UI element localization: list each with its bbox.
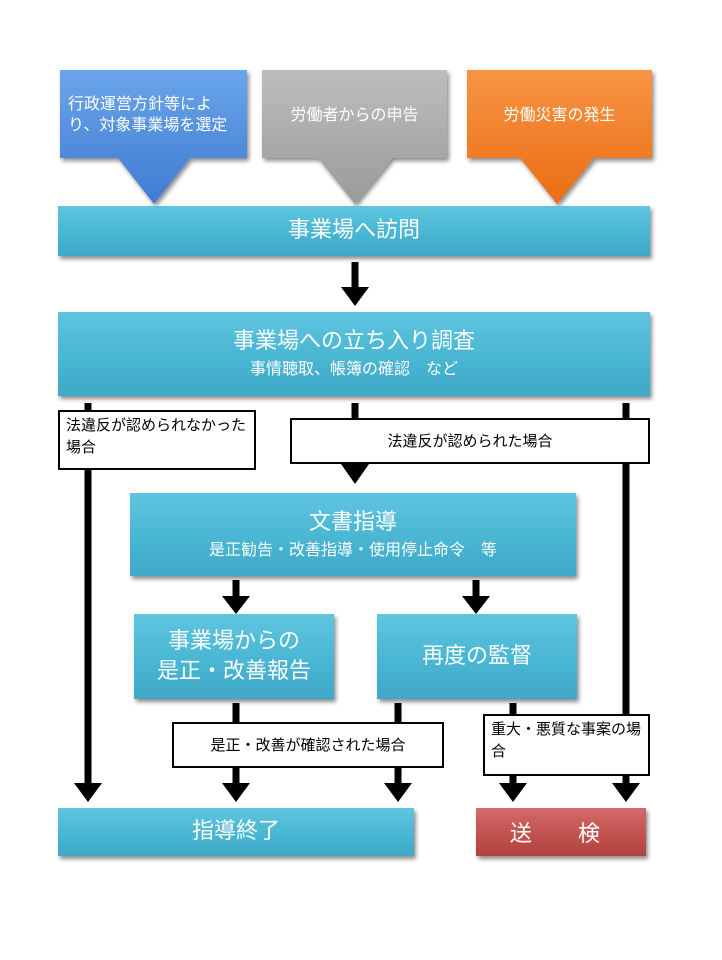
step-written-guidance-detail: 是正勧告・改善指導・使用停止命令 等 xyxy=(208,539,497,559)
condition-no-violation: 法違反が認められなかった場合 xyxy=(58,410,256,470)
step-correction-report-line2: 是正・改善報告 xyxy=(156,658,311,684)
step-inspection-title: 事業場への立ち入り調査 xyxy=(232,329,475,354)
condition-serious-case-label: 重大・悪質な事案の場合 xyxy=(491,720,642,760)
result-guidance-end-label: 指導終了 xyxy=(191,819,280,844)
arrowhead xyxy=(384,783,412,802)
result-referral: 送 検 xyxy=(476,808,646,856)
trigger-worker-report-label: 労働者からの申告 xyxy=(290,104,419,124)
condition-no-violation-label: 法違反が認められなかった場合 xyxy=(66,416,247,456)
condition-violation-found-label: 法違反が認められた場合 xyxy=(387,432,553,450)
step-inspection: 事業場への立ち入り調査 事情聴取、帳簿の確認 など xyxy=(58,312,650,396)
arrowhead xyxy=(499,783,527,802)
trigger-gray-shape xyxy=(262,70,447,204)
condition-correction-confirmed-label: 是正・改善が確認された場合 xyxy=(210,736,406,754)
arrowhead xyxy=(74,783,102,802)
step-visit-label: 事業場へ訪問 xyxy=(287,218,420,243)
result-guidance-end: 指導終了 xyxy=(58,808,414,856)
arrowhead xyxy=(612,783,640,802)
step-correction-report-line1: 事業場からの xyxy=(167,628,300,654)
step-correction-report: 事業場からの 是正・改善報告 xyxy=(134,614,334,699)
arrowhead xyxy=(341,464,369,484)
trigger-administrative-policy-label: 行政運営方針等により、対象事業場を選定 xyxy=(68,94,228,134)
arrowhead xyxy=(222,783,250,802)
condition-serious-case: 重大・悪質な事案の場合 xyxy=(483,714,650,776)
step-written-guidance: 文書指導 是正勧告・改善指導・使用停止命令 等 xyxy=(130,493,576,576)
step-re-supervision-label: 再度の監督 xyxy=(421,643,532,669)
step-re-supervision: 再度の監督 xyxy=(377,614,577,699)
trigger-orange-shape xyxy=(467,70,652,204)
trigger-industrial-accident-label: 労働災害の発生 xyxy=(503,104,616,124)
arrowhead xyxy=(222,596,250,614)
trigger-blue-shape xyxy=(60,70,247,204)
trigger-administrative-policy: 行政運営方針等により、対象事業場を選定 xyxy=(60,72,247,156)
result-referral-label: 送 検 xyxy=(509,822,612,847)
trigger-worker-report: 労働者からの申告 xyxy=(262,72,447,156)
trigger-industrial-accident: 労働災害の発生 xyxy=(467,72,652,156)
arrowhead xyxy=(341,287,369,306)
condition-violation-found: 法違反が認められた場合 xyxy=(290,418,650,464)
arrowhead xyxy=(462,596,490,614)
step-written-guidance-title: 文書指導 xyxy=(308,509,397,535)
step-visit: 事業場へ訪問 xyxy=(58,206,650,256)
condition-correction-confirmed: 是正・改善が確認された場合 xyxy=(172,722,444,768)
step-inspection-detail: 事情聴取、帳簿の確認 など xyxy=(249,359,458,378)
